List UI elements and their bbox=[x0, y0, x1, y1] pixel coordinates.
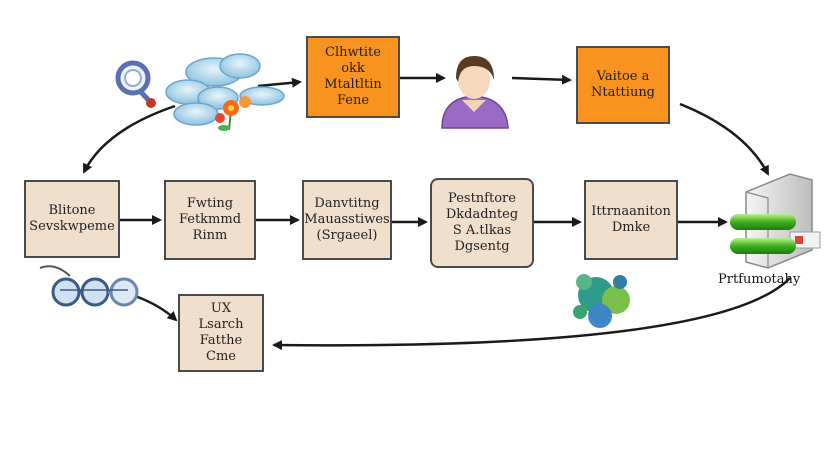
top-right-orange-box: Vaitoe a Ntattiung bbox=[576, 46, 670, 124]
server-label: Prtfumotahy bbox=[718, 272, 801, 287]
row5-line-2: Dmke bbox=[611, 220, 651, 235]
glasses-icon bbox=[39, 265, 139, 307]
person-avatar-icon bbox=[441, 56, 509, 129]
top-right-line-1: Vaitoe a bbox=[596, 69, 650, 84]
row3-line-3: (Srgaeel) bbox=[316, 228, 378, 243]
bottom-box: UX Lsarch Fatthe Cme bbox=[178, 294, 264, 372]
top-left-line-2: okk bbox=[341, 61, 365, 76]
top-left-orange-box: Clhwtite okk Mtaltltin Fene bbox=[306, 36, 400, 118]
row3-line-1: Danvtitng bbox=[314, 196, 380, 211]
top-left-line-4: Fene bbox=[336, 93, 370, 108]
row2-line-1: Fwting bbox=[186, 196, 234, 211]
row4-line-2: Dkdadnteg bbox=[445, 207, 519, 222]
bottom-line-4: Cme bbox=[206, 349, 236, 364]
row1-box: Blitone Sevskwpeme bbox=[24, 180, 120, 258]
row2-line-2: Fetkmmd bbox=[178, 212, 242, 227]
flower-icon bbox=[215, 96, 251, 131]
arrow-glasses-to-bottom bbox=[134, 294, 178, 322]
bottom-line-1: UX bbox=[210, 301, 232, 316]
row4-box: Pestnftore Dkdadnteg S A.tlkas Dgsentg bbox=[430, 178, 534, 268]
top-right-line-2: Ntattiung bbox=[590, 85, 656, 100]
row4-line-1: Pestnftore bbox=[448, 191, 516, 206]
row5-box: Ittrnaaniton Dmke bbox=[584, 180, 678, 260]
bottom-line-2: Lsarch bbox=[198, 317, 244, 332]
top-left-line-1: Clhwtite bbox=[325, 45, 381, 60]
row4-line-4: Dgsentg bbox=[454, 239, 510, 254]
arrow-person-to-top-right bbox=[511, 74, 572, 85]
magnifier-icon bbox=[115, 60, 156, 108]
arrow-clouds-to-row1 bbox=[82, 104, 176, 174]
puzzle-icon bbox=[573, 274, 630, 328]
connector-arrows bbox=[82, 73, 791, 351]
bottom-line-3: Fatthe bbox=[199, 333, 243, 348]
arrow-top-right-to-server bbox=[679, 102, 770, 176]
row5-line-1: Ittrnaaniton bbox=[591, 204, 671, 219]
arrow-server-to-bottom bbox=[272, 277, 791, 351]
row3-line-2: Mauasstiwes bbox=[304, 212, 390, 227]
top-left-line-3: Mtaltltin bbox=[324, 77, 382, 92]
row1-line-2: Sevskwpeme bbox=[29, 219, 115, 234]
row3-box: Danvtitng Mauasstiwes (Srgaeel) bbox=[302, 180, 392, 260]
row2-line-3: Rinm bbox=[192, 228, 228, 243]
row4-line-3: S A.tlkas bbox=[452, 223, 512, 238]
cloud-cluster-icon bbox=[165, 53, 285, 126]
row1-line-1: Blitone bbox=[48, 203, 96, 218]
row2-box: Fwting Fetkmmd Rinm bbox=[164, 180, 256, 260]
server-database-icon bbox=[730, 173, 821, 269]
arrow-clouds-to-top-left bbox=[257, 77, 302, 88]
